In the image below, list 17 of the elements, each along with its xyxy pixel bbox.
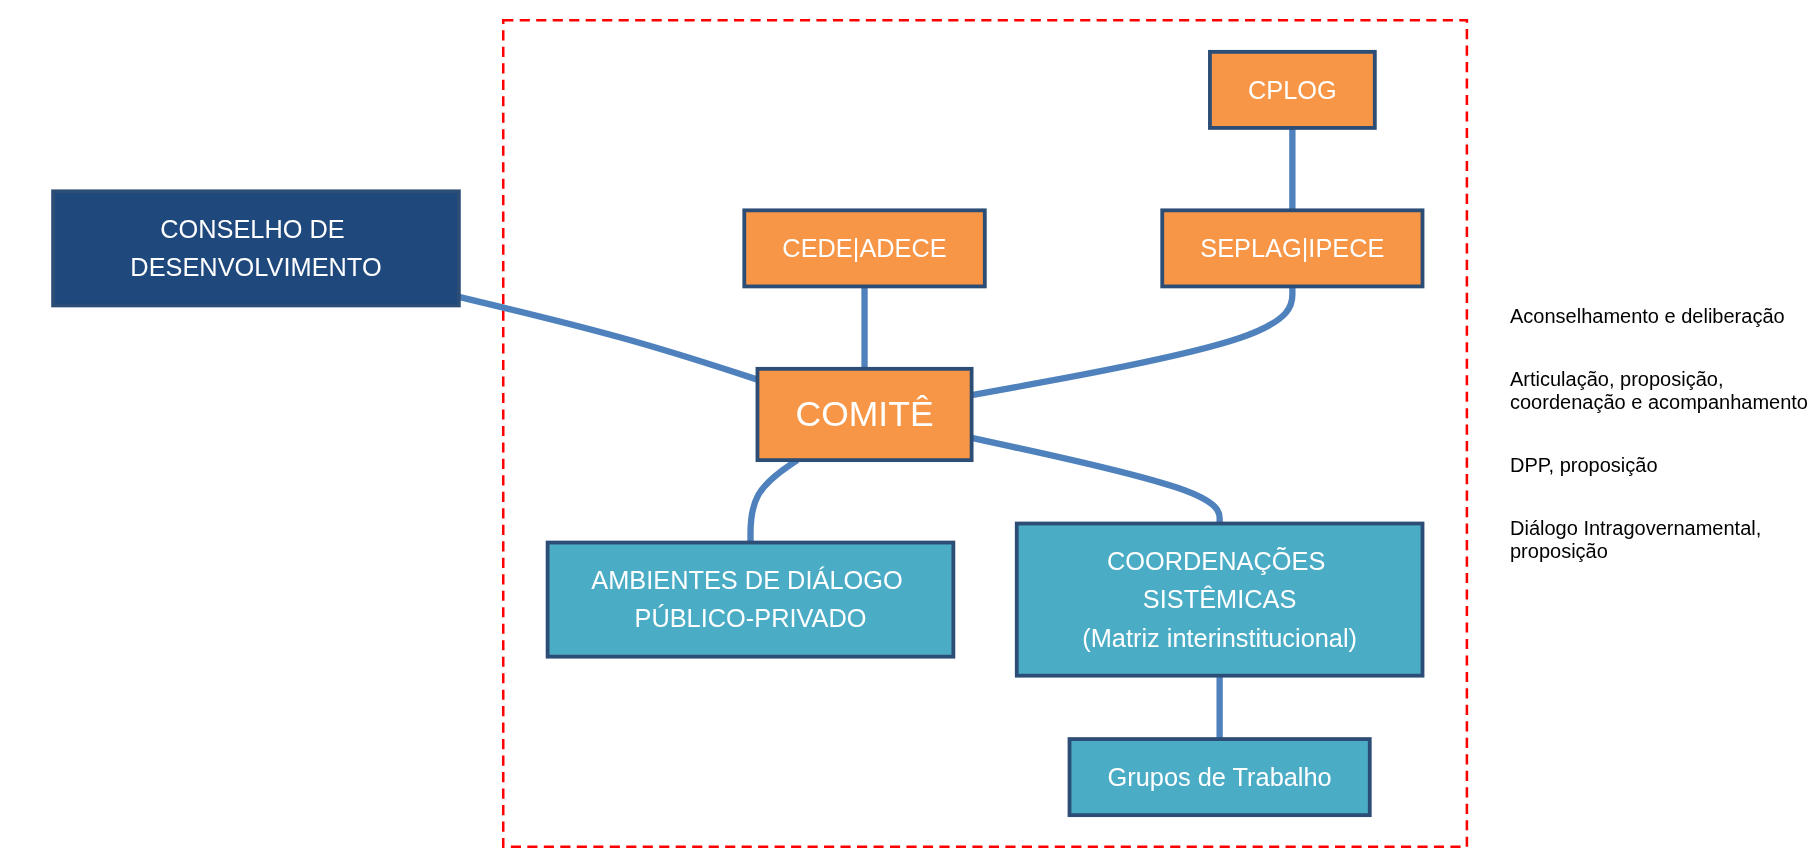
node-box: CPLOG [1208,49,1377,130]
node-box: AMBIENTES DE DIÁLOGO PÚBLICO-PRIVADO [545,540,956,659]
node-box: COORDENAÇÕES SISTÊMICAS (Matriz interinstitucional) [1014,521,1425,678]
note-text: DPP, proposição [1510,453,1659,477]
cluster [501,18,1469,849]
connector [1216,675,1223,740]
note-text: Diálogo Intragovernamental, proposição [1510,516,1763,563]
connector [1289,127,1296,211]
node-box: CEDE|ADECE [742,208,987,289]
connector [861,286,868,369]
node-box: CONSELHO DE DESENVOLVIMENTO [51,189,461,308]
node-box: COMITÊ [755,366,974,463]
connector [458,293,759,383]
note-text: Aconselhamento e deliberação [1510,304,1786,328]
note-text: Articulação, proposição, coordenação e acompanhamento [1510,367,1809,414]
node-box: SEPLAG|IPECE [1160,208,1425,289]
node-box: Grupos de Trabalho [1067,737,1372,818]
